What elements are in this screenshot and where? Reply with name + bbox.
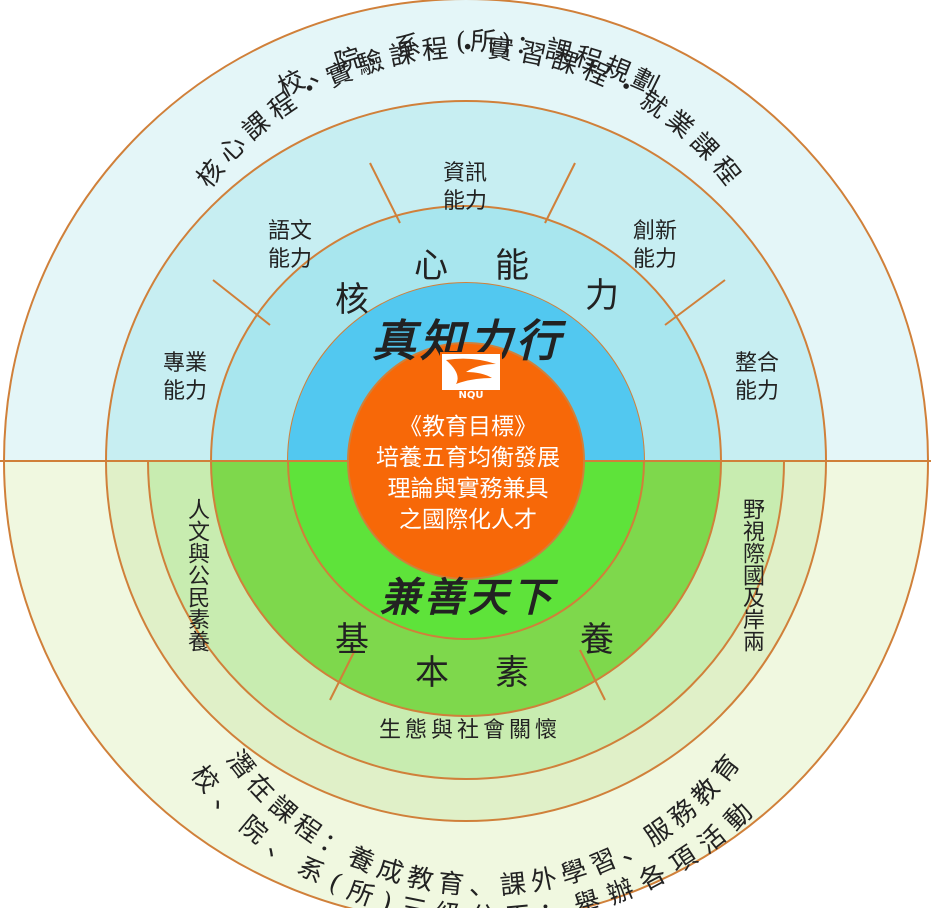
- nqu-logo: NQU: [440, 352, 502, 404]
- literacy-humanities: 人文與公民素養: [184, 498, 209, 652]
- competency-integration: 整合 能力: [734, 351, 779, 404]
- competency-innovation: 創新 能力: [632, 219, 677, 272]
- motto-lower: 兼善天下: [380, 574, 556, 621]
- core-competence-char-3: 能: [495, 246, 529, 286]
- competency-information: 資訊 能力: [442, 161, 487, 214]
- literacy-dividers: [329, 649, 606, 701]
- literacy-international: 野視際國及岸兩: [739, 498, 764, 652]
- literacy-ecology: 生態與社會關懷: [378, 718, 561, 743]
- goal-line-2: 理論與實務兼具: [387, 476, 549, 502]
- logo-wing-icon: [446, 358, 496, 384]
- competency-professional: 專業 能力: [162, 351, 207, 404]
- logo-text: NQU: [442, 390, 500, 402]
- core-competence-char-1: 核: [335, 280, 369, 320]
- competency-language: 語文 能力: [267, 219, 312, 272]
- basic-literacy-char-1: 基: [335, 620, 369, 660]
- core-competence-char-2: 心: [414, 246, 448, 286]
- goal-heading: 《教育目標》: [399, 414, 537, 440]
- competency-dividers: [212, 162, 726, 326]
- basic-literacy-char-2: 本: [415, 653, 449, 693]
- education-goal-disc: [347, 342, 585, 580]
- goal-line-3: 之國際化人才: [399, 507, 537, 533]
- core-competence-char-4: 力: [585, 276, 619, 316]
- basic-literacy-char-4: 養: [580, 620, 614, 660]
- goal-line-1: 培養五育均衡發展: [376, 445, 560, 471]
- education-goal-text: 《教育目標》 培養五育均衡發展 理論與實務兼具 之國際化人才: [348, 412, 588, 536]
- basic-literacy-char-3: 素: [495, 653, 529, 693]
